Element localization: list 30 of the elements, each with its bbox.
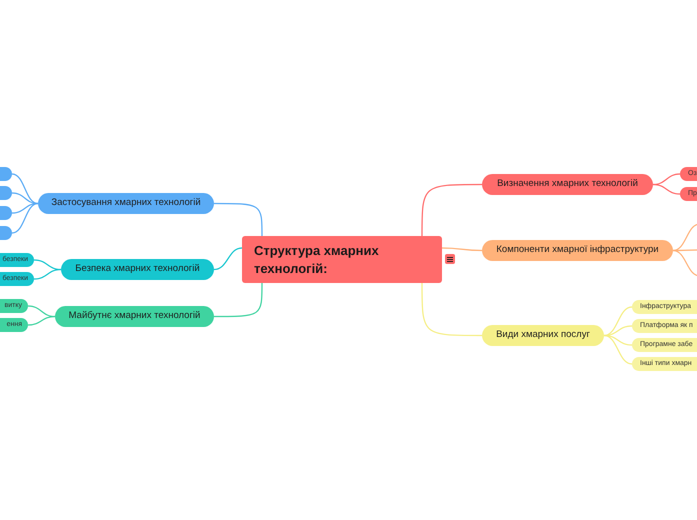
- topic-pill: Визначення хмарних технологій: [482, 174, 653, 195]
- connector-line: [673, 249, 697, 252]
- connector-line: [421, 283, 482, 336]
- connector-line: [652, 184, 680, 195]
- topic-pill: Майбутнє хмарних технологій: [55, 306, 214, 327]
- topic-pill: Застосування хмарних технологій: [38, 193, 214, 214]
- connector-line: [604, 325, 632, 336]
- connector-line: [12, 192, 38, 204]
- connector-line: [214, 202, 263, 236]
- connector-line: [604, 306, 632, 336]
- topic-pill: Види хмарних послуг: [482, 325, 604, 346]
- topic-pill: Компоненти хмарної інфраструктури: [482, 240, 673, 261]
- connector-line: [34, 259, 62, 270]
- connector-line: [652, 173, 680, 186]
- connector-line: [12, 202, 38, 234]
- connector-line: [214, 247, 242, 270]
- connector-line: [672, 223, 697, 252]
- connector-line: [28, 305, 56, 318]
- connector-line: [442, 247, 482, 252]
- connector-line: [672, 250, 697, 277]
- central-topic: Структура хмарних технологій:: [242, 236, 442, 283]
- connector-line: [12, 202, 38, 214]
- connector-line: [604, 334, 632, 365]
- connector-line: [12, 173, 38, 204]
- connector-line: [28, 316, 56, 326]
- connector-line: [34, 268, 62, 280]
- topic-pill: Безпека хмарних технологій: [61, 259, 214, 280]
- connector-line: [421, 184, 482, 236]
- connector-line: [604, 334, 632, 346]
- connector-line: [214, 283, 263, 318]
